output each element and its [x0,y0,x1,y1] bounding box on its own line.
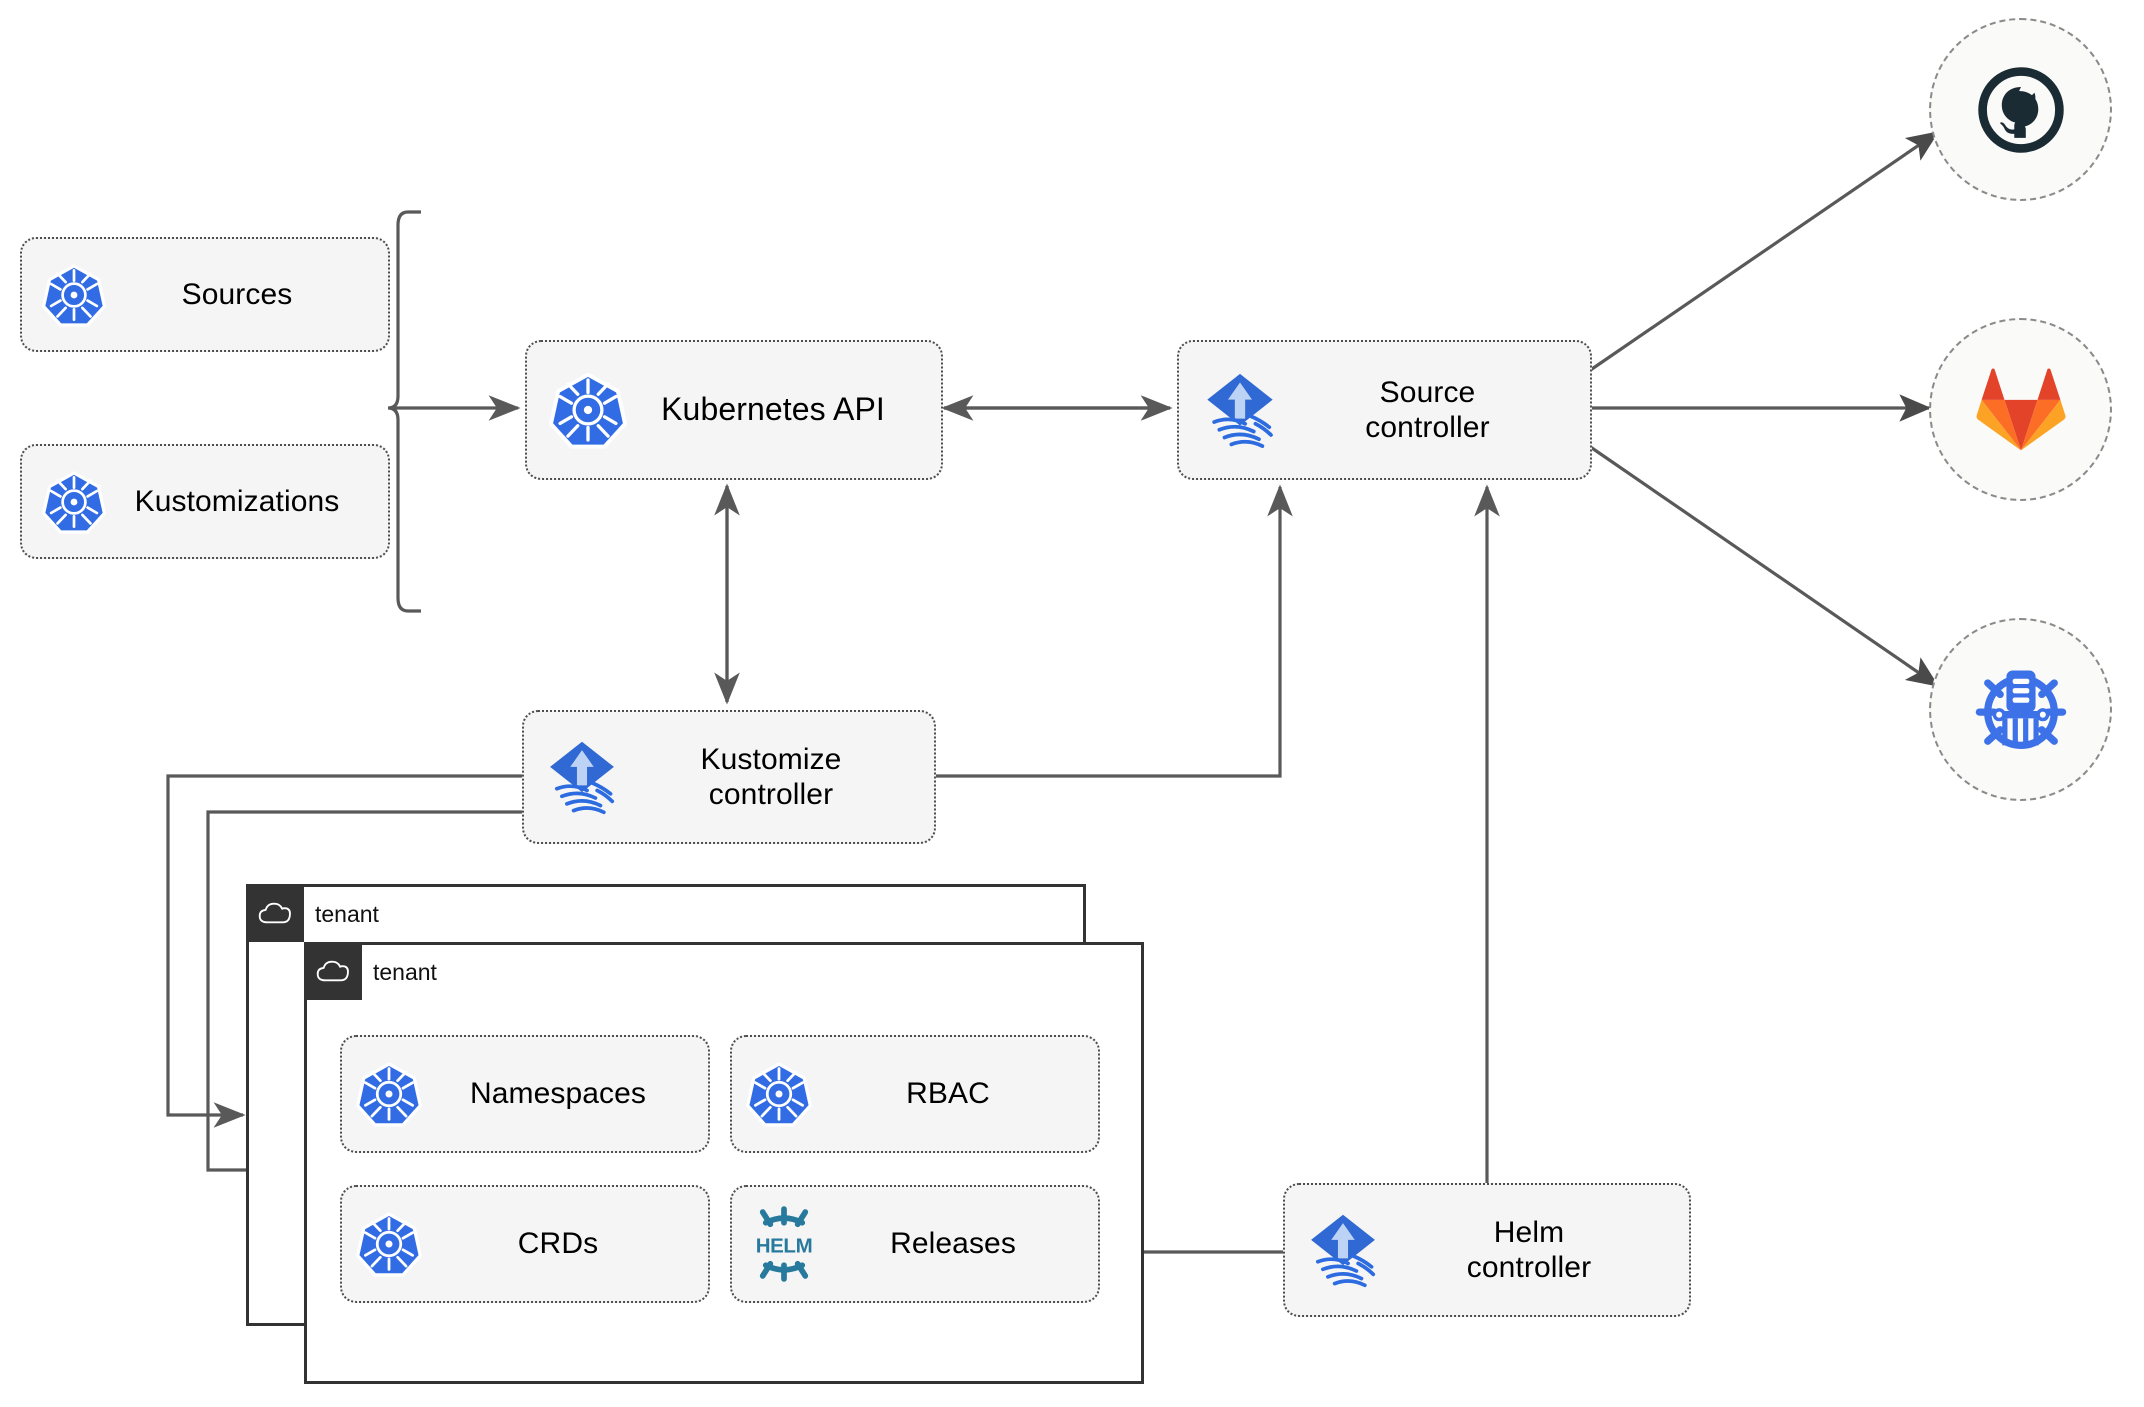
gitlab-icon [1975,367,2066,450]
kubernetes-icon [746,1061,812,1127]
wire-source-to-helmrepo [1588,444,1940,688]
svg-text:HELM: HELM [756,1234,813,1257]
kubernetes-icon [356,1211,422,1277]
node-namespaces-label: Namespaces [469,1077,647,1111]
node-crds[interactable]: CRDs [340,1185,710,1303]
kubernetes-icon [42,470,106,534]
helm-icon: HELM [746,1206,822,1282]
flux-icon [1197,367,1283,453]
node-kustomizations-label: Kustomizations [134,484,340,518]
wire-sources-bracket [387,210,421,613]
kubernetes-icon [549,371,627,449]
node-crds-label: CRDs [517,1227,599,1261]
cloud-icon [246,884,304,942]
kubernetes-icon [42,263,106,327]
node-rbac[interactable]: RBAC [730,1035,1100,1153]
flux-icon [1301,1208,1385,1292]
kubernetes-icon [356,1061,422,1127]
provider-github[interactable] [1929,18,2112,201]
wire-kustomize-to-source [936,484,1293,778]
provider-gitlab[interactable] [1929,318,2112,501]
node-namespaces[interactable]: Namespaces [340,1035,710,1153]
tenant-container-inner[interactable]: tenant [304,942,1144,1384]
node-source-controller[interactable]: Source controller [1177,340,1592,480]
node-rbac-label: RBAC [906,1077,990,1111]
tenant-label: tenant [315,901,379,927]
provider-helm-repository[interactable] [1929,618,2112,801]
node-sources-label: Sources [181,277,293,311]
flux-icon [540,735,624,819]
node-kustomize-controller[interactable]: Kustomize controller [522,710,936,844]
helm-repository-icon [1975,669,2066,749]
node-kubernetes-api[interactable]: Kubernetes API [525,340,943,480]
node-source-controller-label: Source controller [1365,375,1490,444]
node-helm-controller[interactable]: Helm controller [1283,1183,1691,1317]
wire-source-to-github [1588,130,1940,373]
node-helm-controller-label: Helm controller [1466,1215,1592,1284]
node-kubernetes-api-label: Kubernetes API [661,391,885,428]
github-icon [1977,66,2064,153]
node-releases-label: Releases [890,1227,1016,1261]
cloud-icon [304,942,362,1000]
node-kustomizations[interactable]: Kustomizations [20,444,390,559]
node-releases[interactable]: HELM Releases [730,1185,1100,1303]
node-sources[interactable]: Sources [20,237,390,352]
tenant-label: tenant [373,959,437,985]
node-kustomize-controller-label: Kustomize controller [700,742,842,811]
